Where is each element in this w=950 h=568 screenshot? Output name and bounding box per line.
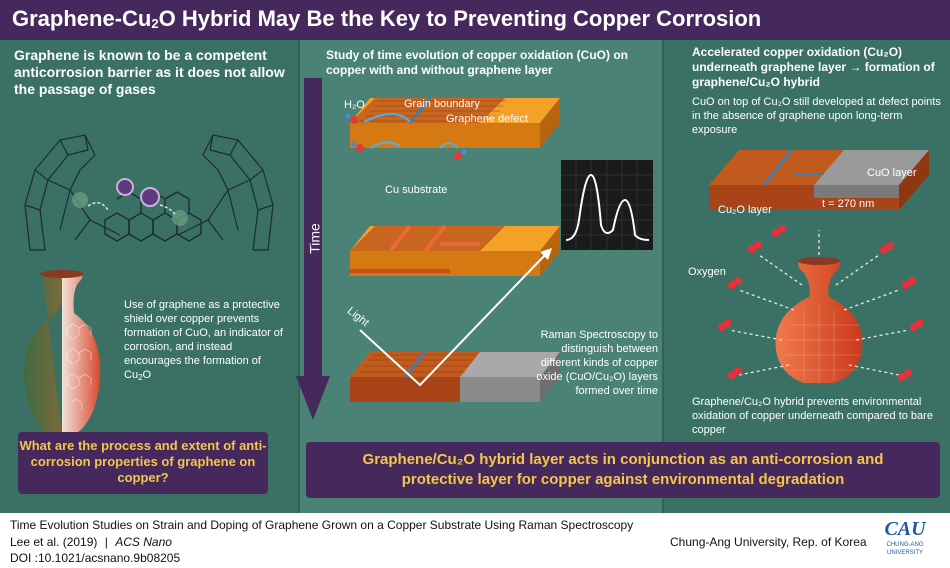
cu-substrate-label: Cu substrate [385,184,448,196]
h2o-label: H₂O [344,99,365,111]
footer: Time Evolution Studies on Strain and Dop… [0,513,950,568]
cu2o-layer-label: Cu₂O layer [718,204,772,216]
right-subtext: CuO on top of Cu₂O still developed at de… [692,96,941,136]
main-area: Graphene is known to be a competent anti… [0,40,950,513]
cuo-layer-slab [709,149,929,210]
page-title: Graphene-Cu2O Hybrid May Be the Key to P… [12,6,762,31]
hybrid-text: Graphene/Cu₂O hybrid prevents environmen… [692,396,933,436]
shield-text: Use of graphene as a protective shield o… [124,299,283,382]
gas-molecule-3 [140,187,160,207]
gas-molecule-1 [72,192,88,208]
water-molecules [345,113,467,160]
right-heading: Accelerated copper oxidation (Cu₂O) unde… [692,45,935,89]
light-beam [359,248,552,387]
logo-text: CAU [884,518,926,540]
time-arrow [296,78,330,420]
copper-vase-illustration [23,270,101,433]
grain-boundary-label: Grain boundary [404,98,480,110]
right-panel: Accelerated copper oxidation (Cu₂O) unde… [664,40,950,513]
question-text: What are the process and extent of anti-… [19,438,267,485]
left-arm-mesh [24,134,121,251]
doi: DOI :10.1021/acsnano.9b08205 [10,551,181,565]
oxygen-label: Oxygen [688,266,726,278]
intro-text: Graphene is known to be a competent anti… [14,47,285,97]
right-arm-mesh [177,134,274,251]
raman-text: Raman Spectroscopy to distinguish betwee… [536,329,658,397]
left-panel: Graphene is known to be a competent anti… [0,40,298,513]
oxygen-vase-illustration [718,225,924,383]
gas-molecule-4 [172,210,188,226]
middle-heading: Study of time evolution of copper oxidat… [326,48,628,77]
raman-spectrum-plot [561,160,653,250]
citation: Lee et al. (2019) | ACS Nano [10,535,172,549]
institution: Chung-Ang University, Rep. of Korea [670,535,867,549]
question-callout: What are the process and extent of anti-… [18,432,268,494]
conclusion-line-2: protective layer for copper against envi… [401,471,845,488]
thickness-label: t = 270 nm [822,198,875,210]
cuo-layer-label: CuO layer [867,167,917,179]
header-bar: Graphene-Cu2O Hybrid May Be the Key to P… [0,0,950,40]
copper-slab-stage-3 [350,351,560,402]
citation-separator: | [104,535,108,549]
middle-panel: Study of time evolution of copper oxidat… [296,40,662,513]
paper-title: Time Evolution Studies on Strain and Dop… [10,518,634,532]
graphene-defect-label: Graphene defect [446,113,528,125]
university-logo: CAU CHUNG-ANG UNIVERSITY [870,517,940,565]
logo-subtext: CHUNG-ANG UNIVERSITY [886,542,924,556]
authors: Lee et al. (2019) [10,535,98,549]
gas-molecule-2 [116,178,134,196]
time-label: Time [306,223,323,254]
conclusion-callout: Graphene/Cu₂O hybrid layer acts in conju… [306,442,940,498]
journal: ACS Nano [115,535,172,549]
conclusion-line-1: Graphene/Cu₂O hybrid layer acts in conju… [362,451,884,468]
graphene-barrier-illustration [24,134,274,251]
